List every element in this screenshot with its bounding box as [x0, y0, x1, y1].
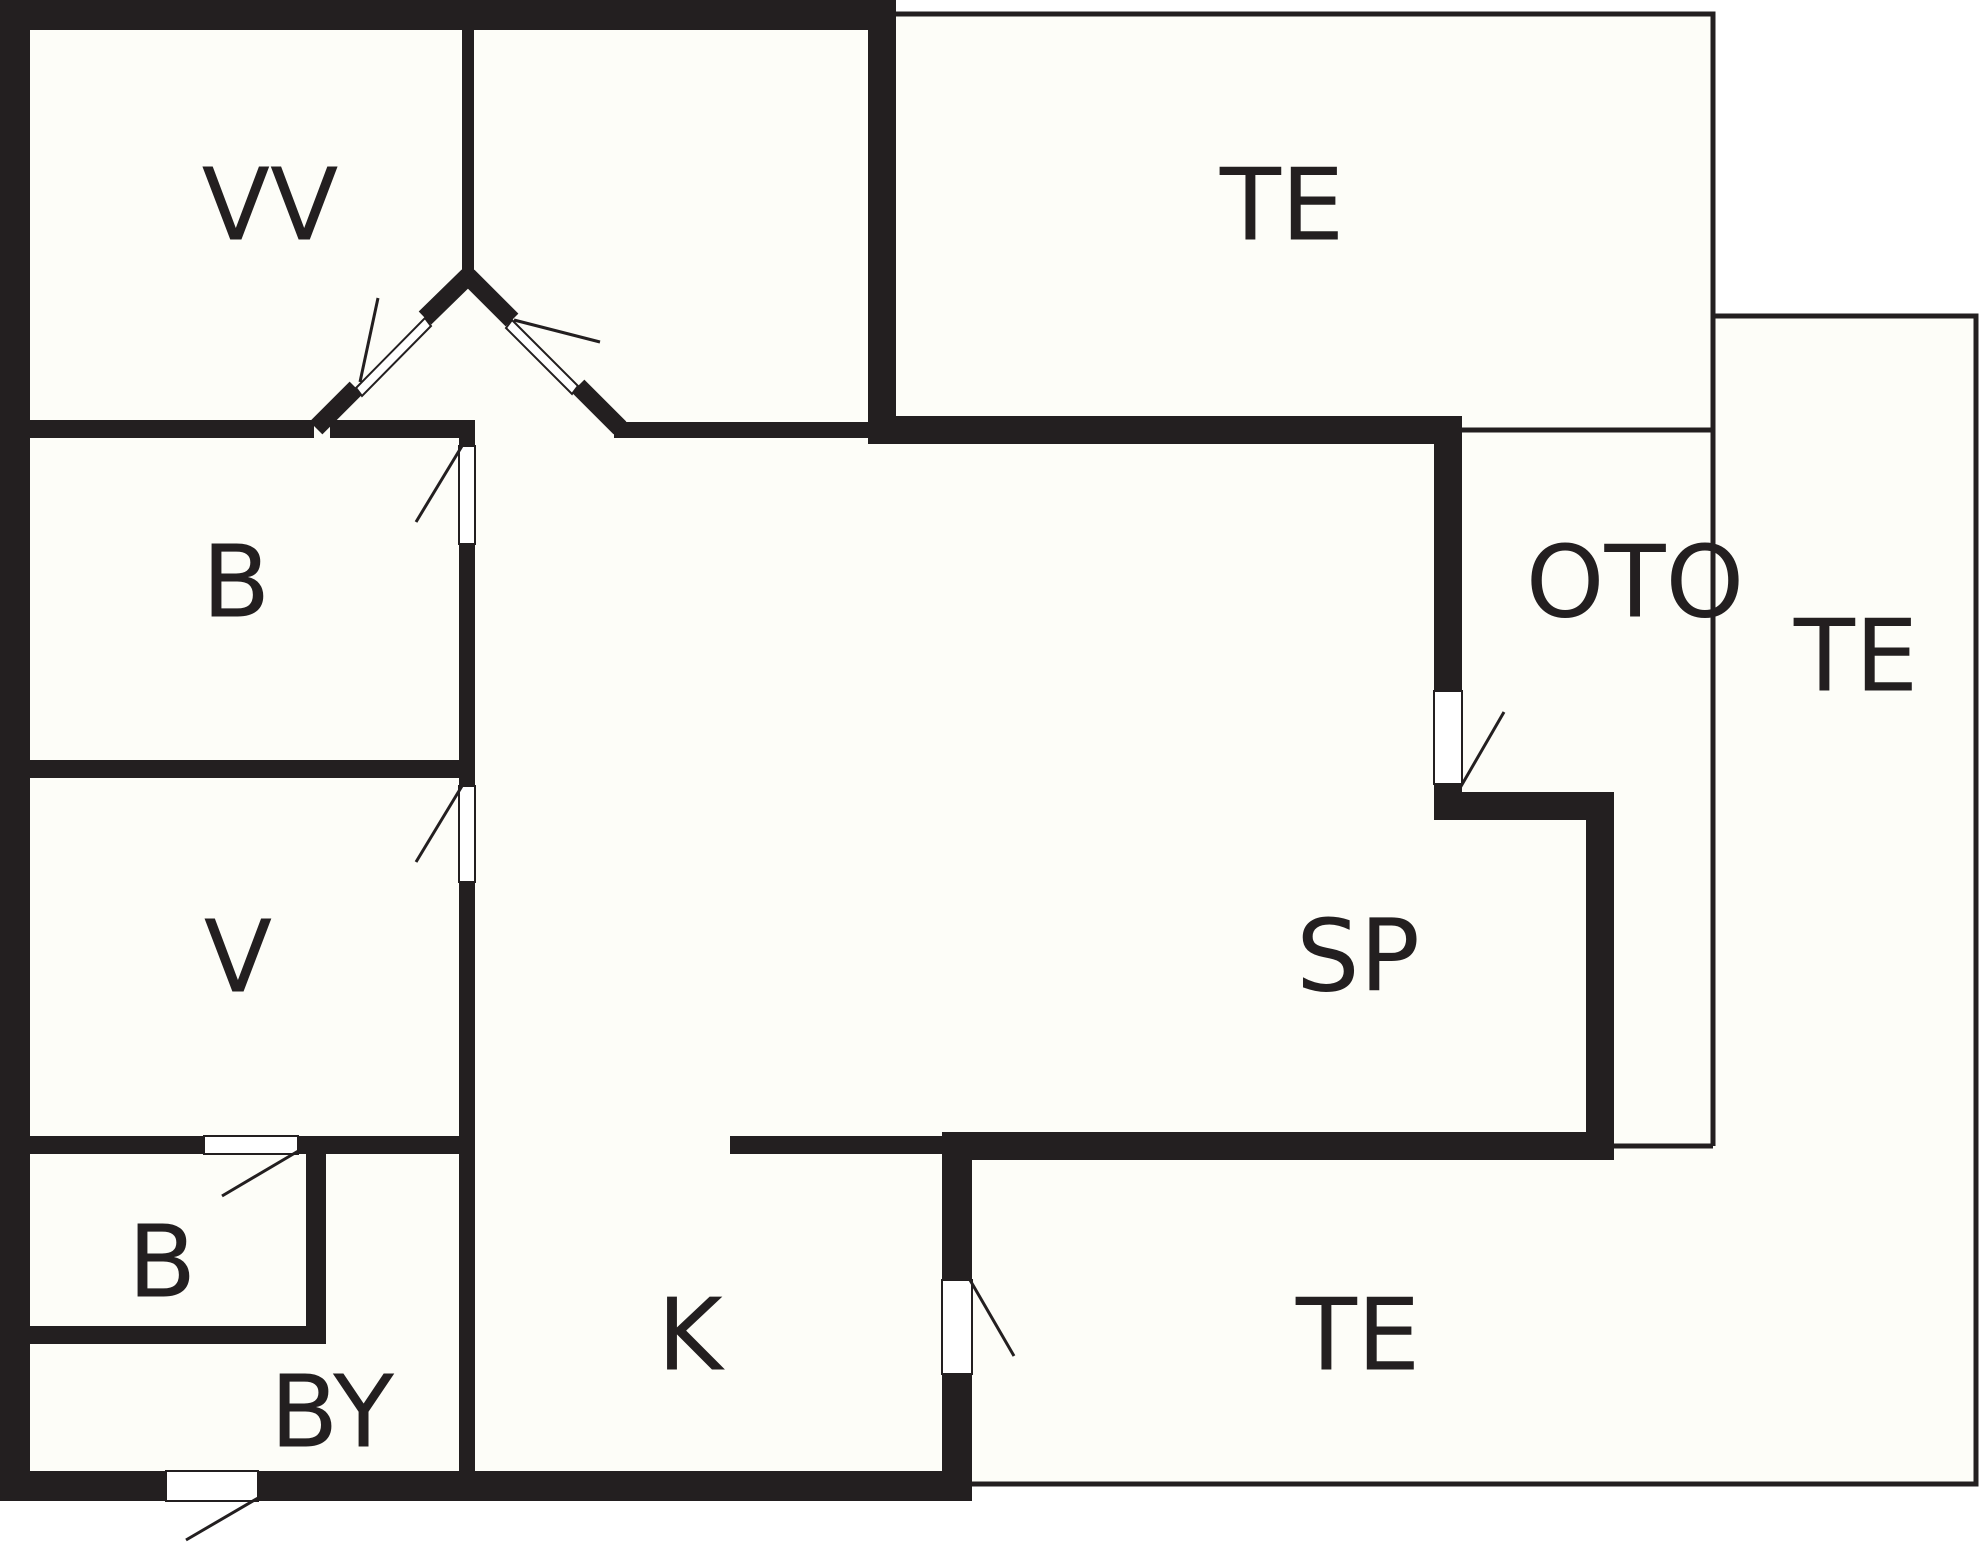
room-label-te-top: TE: [1219, 147, 1344, 264]
wall-hall-top: [614, 422, 876, 438]
opening-angle-right: [504, 318, 580, 396]
opening-b2-door: [203, 1135, 299, 1155]
door-leaf-terrace: [968, 1279, 1016, 1357]
wall-b1-top-stub: [330, 420, 475, 438]
opening-v-door: [458, 785, 476, 883]
door-leaf-entry: [185, 1496, 259, 1542]
opening-entry-door: [165, 1470, 259, 1502]
wall-v-bottom-right: [298, 1136, 462, 1154]
door-leaf-oto: [1458, 711, 1506, 789]
wall-top-right-block: [868, 0, 896, 444]
wall-sp-right: [1586, 792, 1614, 1160]
room-label-oto: OTO: [1526, 524, 1745, 641]
wall-angle-left-lower: [309, 381, 363, 435]
wall-vv-bottom: [14, 420, 314, 438]
terrace-outlines: [884, 11, 1979, 1487]
room-label-vv: VV: [202, 147, 339, 264]
room-label-v: V: [204, 899, 272, 1016]
room-label-sp: SP: [1296, 898, 1420, 1015]
wall-outer-left: [0, 0, 30, 1501]
terrace-top-outline: [884, 11, 1716, 433]
wall-corridor-a: [459, 420, 475, 446]
wall-bottom-left: [0, 1471, 166, 1501]
room-label-te-right: TE: [1793, 598, 1918, 715]
wall-sp-right-upper: [1434, 416, 1462, 691]
opening-terrace-door: [941, 1279, 973, 1375]
wall-b2-right: [306, 1136, 326, 1344]
door-leaf-angle-right: [513, 318, 601, 344]
wall-bottom-right: [258, 1471, 972, 1501]
wall-corridor-b: [459, 544, 475, 786]
door-leaf-b1: [414, 445, 464, 523]
wall-sp-bottom: [944, 1132, 1614, 1160]
floor-fills: [14, 14, 1974, 1484]
interior-walls: [14, 14, 960, 1472]
terrace-right-outline: [960, 313, 1979, 1487]
terrace-top-floor: [880, 14, 1713, 429]
wall-b2-bottom: [14, 1326, 326, 1344]
opening-oto-door: [1433, 690, 1463, 785]
door-leaves: [185, 297, 1506, 1542]
room-label-b-upper: B: [202, 524, 271, 641]
room-label-b-lower: B: [128, 1204, 197, 1321]
opening-b1-door: [458, 445, 476, 545]
wall-angle-left-upper: [418, 269, 475, 325]
angled-walls: [309, 269, 627, 435]
wall-outer-top: [0, 0, 896, 30]
wall-vv-divider: [462, 14, 474, 278]
wall-sp-step: [1434, 792, 1614, 820]
room-label-te-bottom: TE: [1295, 1277, 1420, 1394]
wall-angle-right-lower: [571, 379, 627, 435]
angled-openings: [354, 316, 580, 398]
wall-corridor-c: [459, 882, 475, 1472]
exterior-walls: [0, 0, 1614, 1501]
interior-floor: [14, 14, 1600, 1484]
opening-angle-left: [354, 316, 433, 398]
wall-v-bottom-left: [14, 1136, 204, 1154]
room-label-k: K: [657, 1277, 725, 1394]
wall-kitchen-top: [730, 1136, 960, 1154]
door-openings: [165, 445, 1463, 1502]
wall-b1-bottom: [14, 760, 462, 778]
wall-angle-right-upper: [461, 269, 519, 327]
wall-kitchen-right-upper: [942, 1132, 972, 1280]
door-leaf-v: [414, 785, 464, 863]
room-label-by: BY: [270, 1354, 395, 1471]
door-leaf-angle-left: [358, 297, 380, 383]
door-leaf-b2: [221, 1148, 301, 1198]
wall-sp-top: [868, 416, 1462, 444]
room-labels: VV B V B BY K SP OTO TE TE TE: [128, 147, 1918, 1471]
terrace-bottom-floor: [960, 1146, 1974, 1484]
